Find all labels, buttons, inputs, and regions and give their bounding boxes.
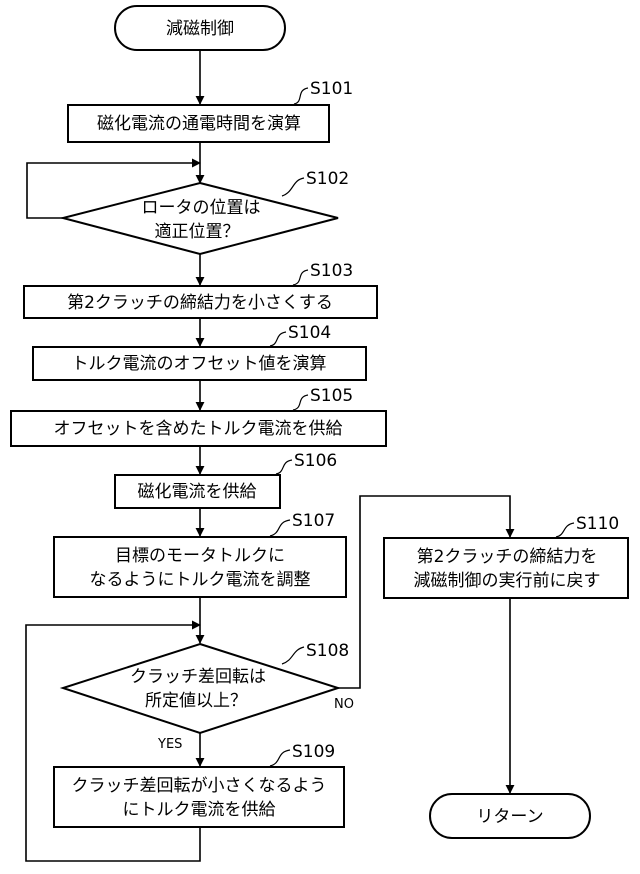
branch-yes-label: YES [157, 737, 182, 752]
process-s107-line2: なるようにトルク電流を調整 [90, 570, 311, 590]
decision-s102-line1: ロータの位置は [142, 198, 261, 218]
process-s106: 磁化電流を供給 S106 [114, 451, 337, 509]
process-s101-label: 磁化電流の通電時間を演算 [97, 114, 301, 134]
step-label-s101: S101 [310, 79, 353, 99]
start-label: 減磁制御 [166, 19, 234, 39]
step-label-s104: S104 [288, 323, 331, 343]
process-s104-label: トルク電流のオフセット値を演算 [72, 354, 327, 374]
process-s103-label: 第2クラッチの締結力を小さくする [67, 293, 333, 313]
process-s103: 第2クラッチの締結力を小さくする S103 [23, 261, 378, 319]
process-s110-line1: 第2クラッチの締結力を [417, 547, 598, 567]
process-s107: 目標のモータトルクに なるようにトルク電流を調整 S107 [53, 511, 347, 598]
branch-no-label: NO [334, 697, 354, 712]
step-label-s103: S103 [310, 261, 353, 281]
step-label-s102: S102 [306, 169, 349, 189]
process-s110-line2: 減磁制御の実行前に戻す [414, 571, 601, 591]
loop-s109-to-s108 [25, 620, 201, 862]
process-s106-label: 磁化電流を供給 [138, 482, 257, 502]
start-terminator: 減磁制御 [114, 5, 286, 51]
process-s101: 磁化電流の通電時間を演算 S101 [67, 79, 353, 143]
end-terminator: リターン [429, 793, 591, 839]
process-s105-label: オフセットを含めたトルク電流を供給 [54, 419, 343, 439]
connectors [25, 50, 515, 862]
step-label-s106: S106 [294, 451, 337, 471]
process-s109-line2: にトルク電流を供給 [123, 800, 276, 820]
process-s109: クラッチ差回転が小さくなるよう にトルク電流を供給 S109 [53, 742, 345, 828]
step-label-s108: S108 [306, 641, 349, 661]
decision-s108-line1: クラッチ差回転は [130, 667, 266, 687]
process-s109-line1: クラッチ差回転が小さくなるよう [72, 776, 327, 796]
step-label-s110: S110 [576, 514, 619, 534]
process-s105: オフセットを含めたトルク電流を供給 S105 [10, 386, 387, 447]
decision-s108-line2: 所定値以上？ [145, 691, 247, 711]
arrow-s108-no-to-s110 [338, 495, 515, 689]
process-s110: 第2クラッチの締結力を 減磁制御の実行前に戻す S110 [383, 514, 629, 599]
decision-s102-line2: 適正位置？ [155, 222, 240, 242]
step-label-s107: S107 [292, 511, 335, 531]
step-label-s105: S105 [310, 386, 353, 406]
step-label-s109: S109 [292, 742, 335, 762]
process-s104: トルク電流のオフセット値を演算 S104 [32, 323, 367, 381]
decision-s108: クラッチ差回転は 所定値以上？ S108 NO YES [59, 641, 354, 752]
end-label: リターン [476, 807, 543, 827]
process-s107-line1: 目標のモータトルクに [115, 546, 285, 566]
decision-s102: ロータの位置は 適正位置？ S102 [59, 169, 349, 256]
loop-s102-no [26, 158, 201, 219]
